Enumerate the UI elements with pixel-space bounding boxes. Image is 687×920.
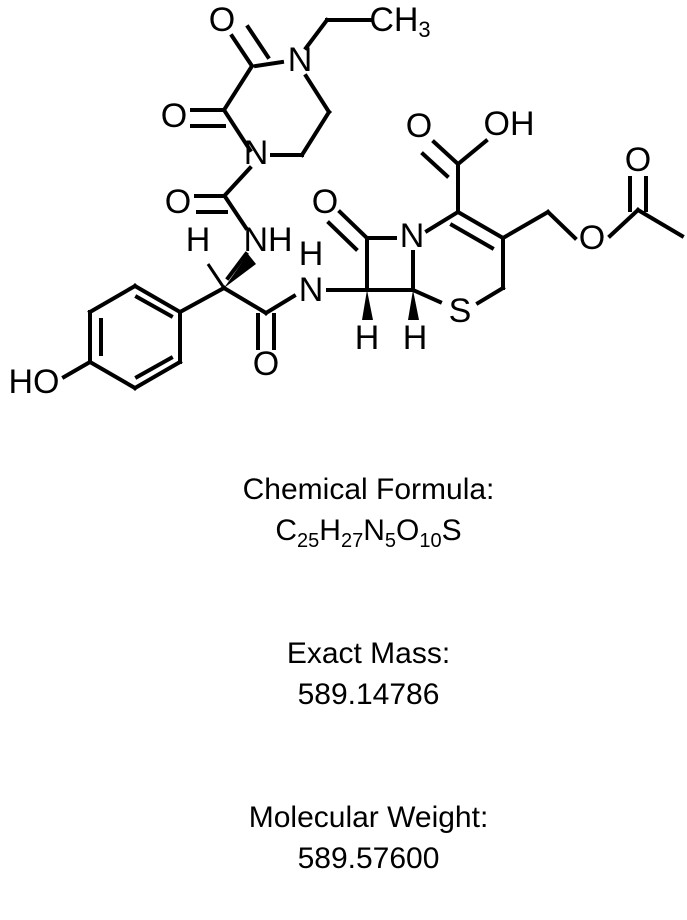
bond-c8-o-a [337,209,370,241]
label-piperazine-left-oxo: O [161,97,187,135]
bond-ch2-esterO [545,209,578,241]
bond-cooh-o-a [431,139,461,167]
bond-c2-c3 [221,63,255,113]
bond-ar-inner-1 [134,294,174,319]
bond-stereocenter-h [206,263,226,289]
bond-c4a-c3a-b [449,222,495,251]
bond-esterO-acetylC [607,207,641,239]
bond-c2a-s [475,285,506,306]
bond-stereoC-amideC [221,285,269,316]
caption-formula-line: Chemical Formula: C25H27N5O10S [0,428,687,592]
label-piperazine-top-oxo: O [209,1,235,39]
label-phenol-ho: HO [9,363,60,401]
bond-stereoC-aryl [177,285,227,315]
label-ester-o: O [579,219,605,257]
label-amide-carbonyl-o: O [253,345,279,383]
bond-n1-c2 [253,59,285,69]
structure-sheet: O O N CH3 N O NH H HO O N H O N S H H O … [8,0,685,875]
bond-c8-o-b [326,220,359,252]
caption-molecular-weight-label: Molecular Weight: [248,801,489,834]
label-amide-n-h: H [299,235,324,273]
bond-cooh-o-b [420,151,450,179]
bond-nh-stereoC [225,251,249,281]
bond-c2-o-a [229,33,255,69]
wedge-c6-h [408,290,419,320]
label-urea-carbonyl-o: O [165,183,191,221]
bond-c2-o-b [245,24,271,60]
label-ring-n: N [400,217,425,255]
label-ethyl-methyl: CH3 [369,1,430,42]
caption-exact-mass-label: Exact Mass: [286,637,451,670]
bond-c3a-ch2 [500,209,551,241]
wedge-c7-h [362,290,373,320]
label-piperazine-n-amide: N [244,134,269,172]
bond-n1-ethyl-ch2 [303,17,330,51]
caption-molecular-weight-value: 589.57600 [297,842,440,875]
bond-ar4-ar5 [87,359,138,391]
chemical-structure-svg: O O N CH3 N O NH H HO O N H O N S H H O … [9,1,685,401]
label-cooh-oh: OH [484,105,535,143]
bond-ar-inner-3 [134,355,174,380]
label-betalactam-o: O [312,183,338,221]
bond-ureaC-nh [223,195,249,231]
label-thiazine-s: S [449,292,472,330]
label-h-c7: H [355,319,380,357]
caption-block: Chemical Formula: C25H27N5O10S Exact Mas… [0,428,687,920]
label-amide-n: N [299,271,324,309]
bond-c5-c6 [299,109,332,158]
bond-n5-c4a [424,209,461,234]
bond-ar4-oh [61,359,93,380]
wedge-stereocenter-nh [224,254,256,288]
caption-formula-value: C25H27N5O10S [275,514,462,552]
label-cooh-o: O [406,107,432,145]
bond-ar5-ar6 [132,359,183,391]
bond-n4-ureaC [223,165,253,197]
label-urea-nh: NH [243,221,292,259]
bond-c6-n1 [303,73,332,115]
bond-c3-n4 [221,107,253,153]
caption-exact-mass-line: Exact Mass: 589.14786 [0,592,687,756]
label-piperazine-n-ethyl: N [288,41,313,79]
bond-ar1-ar2 [132,283,183,315]
bond-s-c6 [410,287,443,305]
label-h-c6: H [403,319,428,357]
caption-exact-mass-value: 589.14786 [297,678,440,711]
label-stereo-h-left: H [186,221,211,259]
bond-ar2-ar3 [87,283,138,315]
label-acetyl-o: O [625,141,651,179]
bond-c4a-c3a-a [455,209,506,241]
bond-acetylC-ch3 [635,207,685,239]
caption-formula-label: Chemical Formula: [242,473,495,506]
bond-amideC-n [263,293,297,316]
caption-molecular-weight-line: Molecular Weight: 589.57600 [0,756,687,920]
bond-cooh-oh [455,138,489,167]
